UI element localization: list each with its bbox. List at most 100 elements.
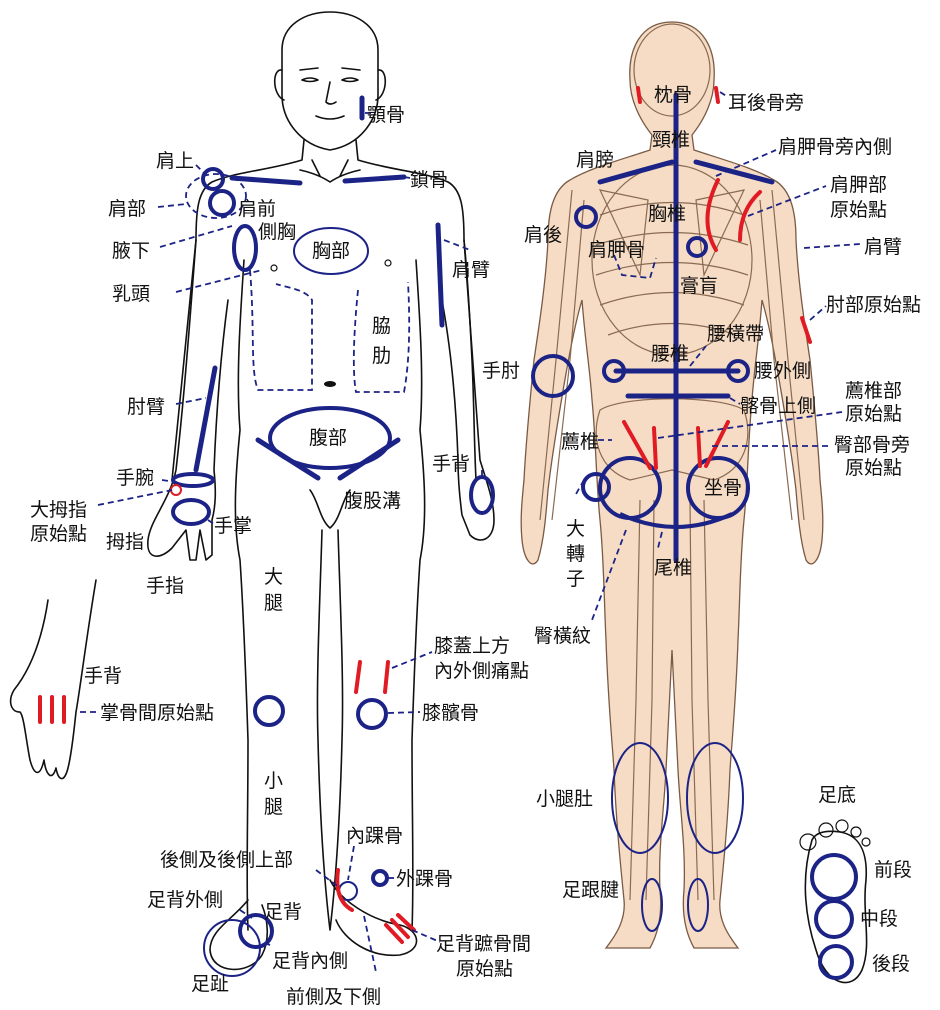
front-figure — [148, 12, 494, 976]
above-knee-origin-right — [385, 662, 388, 692]
toe-2 — [819, 823, 833, 837]
leader-behind-ear — [720, 92, 728, 97]
label-gluteal-fold: 臀橫紋 — [534, 625, 591, 647]
label-sole-middle: 中段 — [860, 908, 898, 930]
nose — [326, 82, 336, 104]
label-ischium: 坐骨 — [704, 477, 742, 499]
label-thigh-1: 大 — [264, 566, 283, 588]
label-abdomen: 腹部 — [309, 427, 347, 449]
wrist-marker — [173, 474, 213, 486]
leader-shoulder-part — [158, 204, 186, 207]
label-back-of-hand-front: 手背 — [432, 453, 470, 475]
label-waist-lateral: 腰外側 — [754, 360, 811, 382]
label-thigh-2: 腿 — [264, 592, 283, 614]
label-posterior-upper: 後側及後側上部 — [160, 849, 293, 871]
knee-left-marker — [255, 697, 283, 725]
label-armpit: 腋下 — [112, 240, 150, 262]
elbow-arm-bar — [196, 368, 215, 470]
leader-elbow-origin — [810, 306, 826, 320]
ribs-region — [354, 282, 409, 392]
leader-shoulder-top — [196, 165, 204, 173]
label-sole-back: 後段 — [872, 953, 910, 975]
label-calf-front-1: 小 — [264, 770, 283, 792]
label-lumbar: 腰椎 — [651, 343, 689, 365]
navel — [324, 381, 336, 387]
label-jaw: 顎骨 — [367, 104, 405, 126]
label-sole: 足底 — [818, 784, 856, 806]
side-chest-marker — [234, 226, 256, 270]
leader-patella — [388, 712, 420, 713]
leader-upper-arm-back — [804, 244, 860, 248]
leader-anterior-inferior — [364, 916, 376, 972]
label-nipple: 乳頭 — [112, 283, 150, 305]
label-thoracic: 胸椎 — [648, 203, 686, 225]
label-scapula-origin-1: 肩胛部 — [830, 174, 887, 196]
label-sacrum: 薦椎 — [561, 431, 599, 453]
label-lateral-malleolus: 外踝骨 — [396, 868, 453, 890]
label-wrist: 手腕 — [116, 467, 154, 489]
toe-1 — [800, 834, 816, 850]
label-shoulder-top: 肩上 — [156, 150, 194, 172]
label-lumbar-band: 腰橫帶 — [707, 323, 764, 345]
palm-marker — [173, 500, 209, 524]
label-sacral-origin-1: 薦椎部 — [845, 380, 902, 402]
behind-ear-right-origin — [716, 88, 718, 102]
label-finger: 手指 — [146, 575, 184, 597]
left-side-chest-region — [250, 270, 312, 390]
patella-marker — [358, 700, 386, 728]
toe-5 — [862, 838, 870, 846]
leader-thumb-origin — [98, 490, 172, 505]
leader-above-knee — [392, 652, 432, 668]
label-sole-front: 前段 — [874, 859, 912, 881]
label-gluteal-origin-2: 原始點 — [845, 457, 902, 479]
label-palm: 手掌 — [214, 515, 252, 537]
label-metatarsal-origin-2: 原始點 — [456, 958, 513, 980]
label-scapula: 肩胛骨 — [588, 239, 645, 261]
label-calf-back: 小腿肚 — [536, 788, 593, 810]
thumb-origin-marker — [171, 485, 181, 495]
lateral-malleolus-marker — [373, 871, 387, 885]
label-metacarpal-origin: 掌骨間原始點 — [100, 702, 214, 724]
right-arm-outline — [440, 240, 494, 540]
label-thumb: 拇指 — [106, 531, 144, 553]
toe-3 — [836, 820, 848, 832]
label-above-knee-2: 內外側痛點 — [434, 660, 529, 682]
toe-4 — [851, 827, 861, 837]
label-above-knee-1: 膝蓋上方 — [434, 635, 510, 657]
label-scapula-origin-2: 原始點 — [830, 199, 887, 221]
upper-arm-front-bar — [438, 225, 442, 325]
label-collarbone: 鎖骨 — [410, 169, 448, 191]
gluteal-origin-left — [698, 428, 700, 466]
label-anterior-inferior: 前側及下側 — [286, 986, 381, 1008]
back-of-hand-front-marker — [471, 477, 493, 513]
label-upper-arm-back: 肩臂 — [864, 236, 902, 258]
label-occipital: 枕骨 — [654, 84, 692, 106]
label-trochanter-2: 轉 — [566, 543, 585, 565]
label-dorsum: 足背 — [264, 901, 302, 923]
above-knee-origin-left — [356, 662, 360, 692]
sole-inset — [800, 820, 870, 983]
collarbone-bar-left — [232, 178, 300, 183]
label-dorsum-medial: 足背內側 — [272, 950, 348, 972]
label-side-chest: 側胸 — [258, 221, 296, 243]
label-upper-arm-front: 肩臂 — [452, 259, 490, 281]
label-trochanter-1: 大 — [566, 518, 585, 540]
label-thumb-origin-2: 原始點 — [30, 523, 87, 545]
collarbone-bar-right — [345, 177, 404, 181]
label-elbow-origin: 肘部原始點 — [826, 294, 921, 316]
nipple-right — [385, 260, 391, 266]
label-medial-malleolus: 內踝骨 — [346, 825, 403, 847]
mouth — [316, 116, 344, 119]
label-elbow: 手肘 — [482, 360, 520, 382]
label-elbow-arm: 肘臂 — [127, 396, 165, 418]
label-behind-ear: 耳後骨旁 — [728, 92, 804, 114]
label-thumb-origin-1: 大拇指 — [30, 499, 87, 521]
label-cervical: 頸椎 — [652, 129, 690, 151]
label-scapula-medial: 肩胛骨旁內側 — [778, 136, 892, 158]
label-dorsum-lateral: 足背外側 — [147, 889, 223, 911]
label-shoulder-front: 肩前 — [238, 198, 276, 220]
leader-nipple — [176, 270, 262, 292]
front-head-outline — [282, 12, 378, 150]
